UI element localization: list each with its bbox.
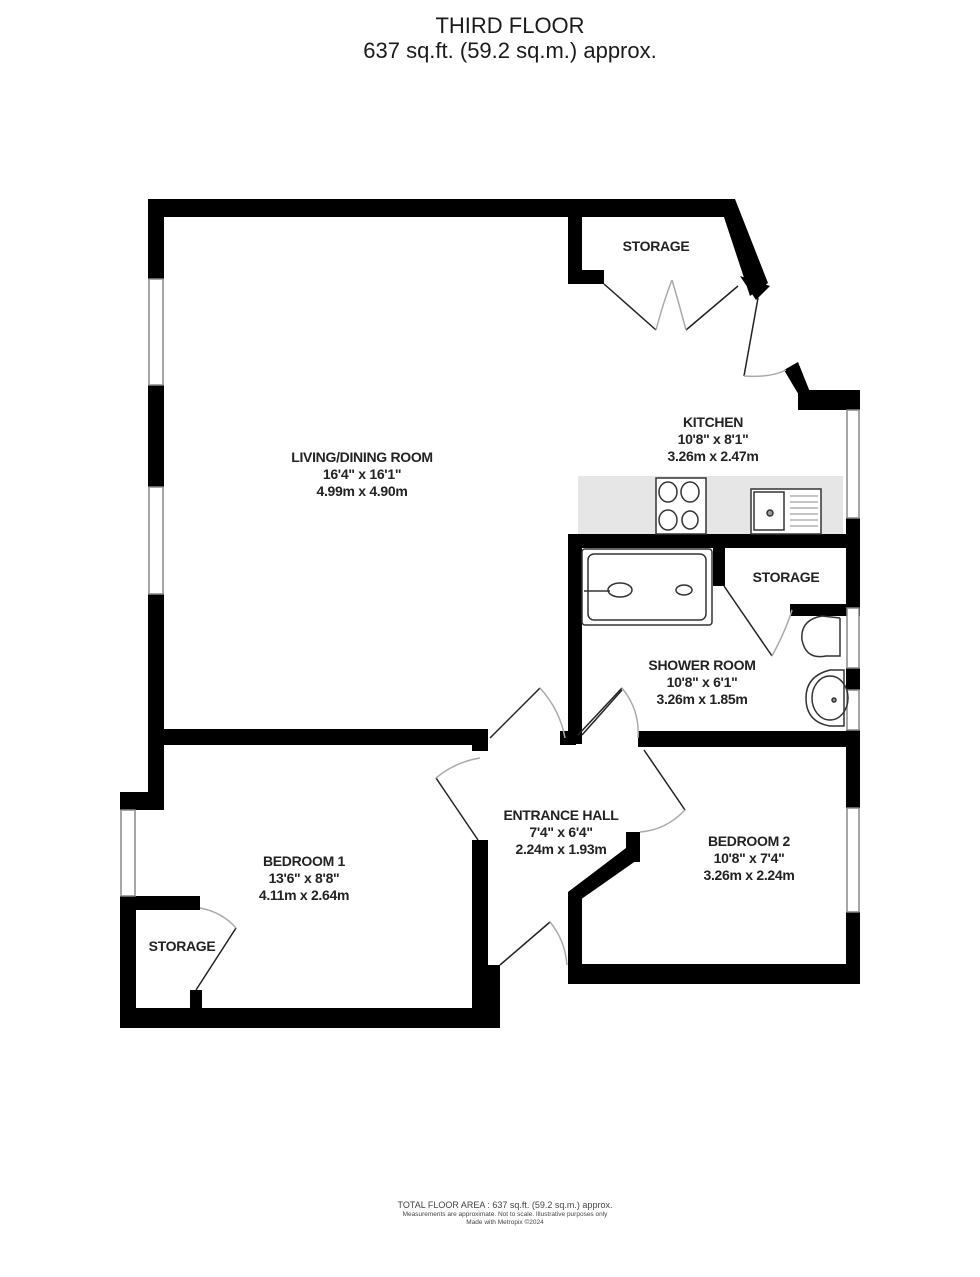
toilet-icon	[801, 615, 841, 658]
room-name: ENTRANCE HALL	[503, 807, 619, 823]
room-shower: SHOWER ROOM 10'8" x 6'1" 3.26m x 1.85m	[648, 657, 755, 708]
floor-title: THIRD FLOOR	[435, 13, 585, 38]
room-entrance-hall: ENTRANCE HALL 7'4" x 6'4" 2.24m x 1.93m	[503, 807, 618, 858]
floor-area: 637 sq.ft. (59.2 sq.m.) approx.	[363, 38, 657, 63]
room-storage-top: STORAGE	[623, 238, 690, 255]
doors	[195, 279, 793, 991]
room-name: BEDROOM 2	[707, 833, 791, 849]
room-metric: 4.99m x 4.90m	[316, 483, 408, 499]
room-storage-shower: STORAGE	[753, 569, 820, 586]
room-imperial: 13'6" x 8'8"	[268, 870, 340, 886]
room-kitchen: KITCHEN 10'8" x 8'1" 3.26m x 2.47m	[667, 414, 758, 465]
floor-header: THIRD FLOOR 637 sq.ft. (59.2 sq.m.) appr…	[0, 14, 980, 64]
room-imperial: 10'8" x 7'4"	[713, 850, 785, 866]
room-name: LIVING/DINING ROOM	[291, 449, 433, 465]
room-living-dining: LIVING/DINING ROOM 16'4" x 16'1" 4.99m x…	[291, 449, 433, 500]
room-imperial: 16'4" x 16'1"	[322, 466, 402, 482]
footer-total-area: TOTAL FLOOR AREA : 637 sq.ft. (59.2 sq.m…	[397, 1200, 613, 1210]
room-bedroom-1: BEDROOM 1 13'6" x 8'8" 4.11m x 2.64m	[258, 853, 350, 904]
room-name: SHOWER ROOM	[648, 657, 756, 673]
room-name: STORAGE	[622, 238, 690, 254]
walls	[120, 199, 860, 1028]
footer: TOTAL FLOOR AREA : 637 sq.ft. (59.2 sq.m…	[0, 1199, 980, 1227]
room-name: BEDROOM 1	[262, 853, 346, 869]
room-imperial: 10'8" x 8'1"	[677, 431, 749, 447]
windows	[120, 278, 860, 913]
room-bedroom-2: BEDROOM 2 10'8" x 7'4" 3.26m x 2.24m	[703, 833, 794, 884]
sink-icon	[750, 488, 822, 535]
room-name: KITCHEN	[682, 414, 744, 430]
footer-credit: Made with Metropix ©2024	[466, 1219, 544, 1226]
room-name: STORAGE	[752, 569, 820, 585]
room-name: STORAGE	[148, 938, 216, 954]
footer-disclaimer: Measurements are approximate. Not to sca…	[402, 1211, 608, 1218]
room-imperial: 10'8" x 6'1"	[666, 674, 738, 690]
room-metric: 4.11m x 2.64m	[258, 887, 350, 903]
room-metric: 3.26m x 1.85m	[656, 691, 748, 707]
basin-icon	[805, 669, 849, 727]
room-storage-bedroom1: STORAGE	[149, 938, 216, 955]
hob-icon	[655, 477, 707, 535]
room-imperial: 7'4" x 6'4"	[529, 824, 593, 840]
room-metric: 3.26m x 2.24m	[703, 867, 795, 883]
room-metric: 2.24m x 1.93m	[515, 841, 607, 857]
room-metric: 3.26m x 2.47m	[667, 448, 759, 464]
shower-tray-icon	[581, 548, 713, 626]
